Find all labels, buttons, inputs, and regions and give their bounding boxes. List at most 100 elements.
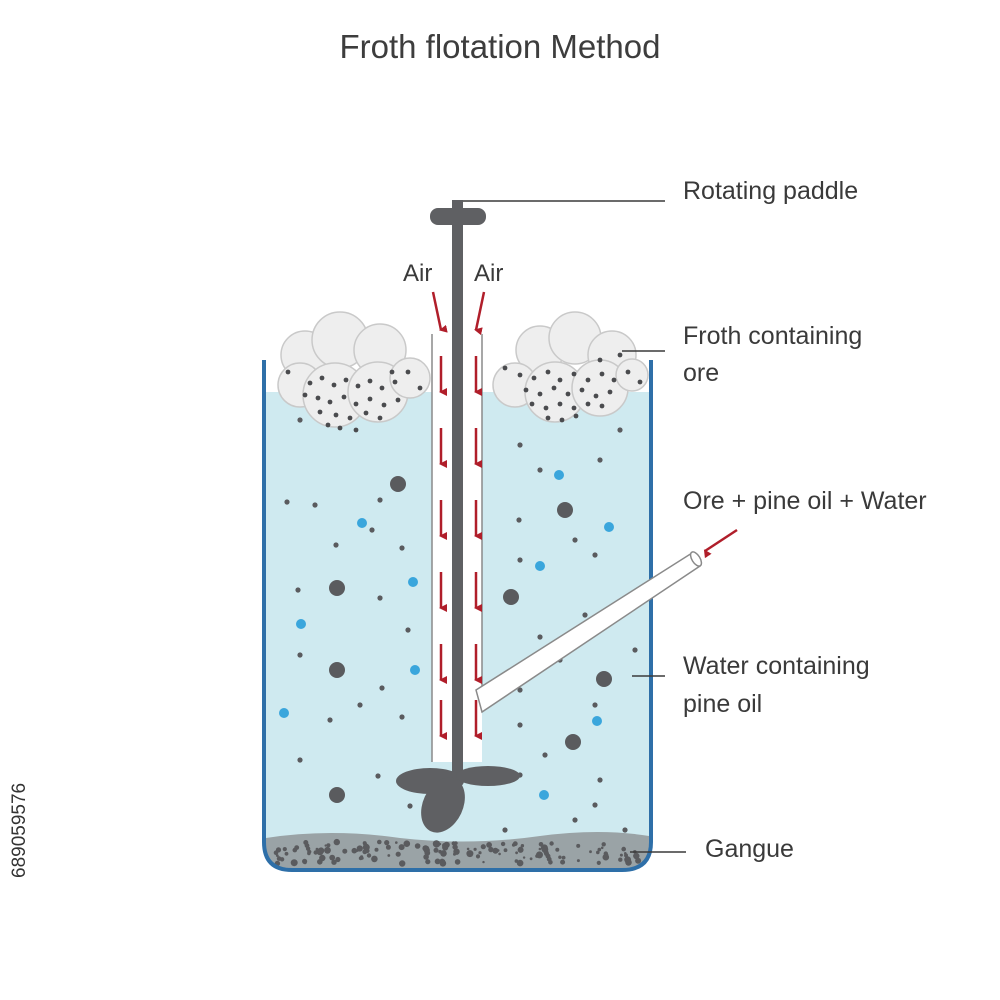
gangue-particle xyxy=(529,857,533,861)
fine-particle xyxy=(597,457,603,463)
gangue-particle xyxy=(303,860,307,865)
gangue-particle xyxy=(333,838,340,846)
gangue-particle xyxy=(511,843,516,847)
ore-particle xyxy=(503,589,519,605)
ore-particle-in-froth xyxy=(392,379,398,385)
diagram-title: Froth flotation Method xyxy=(339,28,661,65)
gangue-particle xyxy=(478,851,482,855)
ore-particle xyxy=(329,787,345,803)
gangue-particle xyxy=(544,851,549,857)
ore-particle-in-froth xyxy=(611,377,617,383)
gangue-particle xyxy=(597,847,602,852)
ore-particle-in-froth xyxy=(625,369,631,375)
ore-particle-in-froth xyxy=(363,410,369,416)
bubble-particle xyxy=(408,577,418,587)
ore-particle-in-froth xyxy=(389,369,395,375)
gangue-particle xyxy=(549,841,554,846)
ore-particle-in-froth xyxy=(599,371,605,377)
fine-particle xyxy=(517,722,523,728)
fine-particle xyxy=(407,803,413,809)
label-feed: Ore + pine oil + Water xyxy=(683,487,927,515)
fine-particle xyxy=(377,595,383,601)
gangue-particle xyxy=(503,848,508,853)
gangue-particle xyxy=(548,860,553,865)
feed-pipe xyxy=(475,551,703,714)
gangue-particle xyxy=(473,847,477,851)
ore-particle-in-froth xyxy=(327,399,333,405)
label-water-line1: Water containing xyxy=(683,652,870,680)
gangue-particle xyxy=(536,851,543,859)
ore-particle-in-froth xyxy=(319,375,325,381)
rotating-paddle xyxy=(396,200,520,833)
fine-particle xyxy=(333,542,339,548)
fine-particle xyxy=(502,827,508,833)
gangue-particle xyxy=(576,859,580,863)
fine-particle xyxy=(379,685,385,691)
fine-particle xyxy=(284,499,290,505)
ore-particle xyxy=(565,734,581,750)
ore-particle-in-froth xyxy=(593,393,599,399)
fine-particle xyxy=(517,557,523,563)
gangue-particle xyxy=(560,859,566,865)
ore-particle xyxy=(329,580,345,596)
gangue-particle xyxy=(589,850,592,854)
label-gangue: Gangue xyxy=(705,835,794,863)
fine-particle xyxy=(572,537,578,543)
ore-particle-in-froth xyxy=(571,371,577,377)
gangue-particle xyxy=(362,843,370,851)
gangue-particle xyxy=(335,856,341,863)
ore-particle xyxy=(390,476,406,492)
gangue-particle xyxy=(433,847,439,853)
ore-particle-in-froth xyxy=(337,425,343,431)
gangue-particle xyxy=(284,851,289,856)
gangue-particle xyxy=(596,860,601,866)
gangue-particle xyxy=(601,842,606,847)
gangue-particle xyxy=(425,859,431,865)
gangue-particle xyxy=(498,852,501,856)
gangue-particle xyxy=(357,846,362,851)
gangue-particle xyxy=(561,855,566,860)
fine-particle xyxy=(516,517,522,523)
gangue-particle xyxy=(621,846,626,852)
ore-particle-in-froth xyxy=(579,387,585,393)
gangue-particle xyxy=(522,856,526,859)
gangue-particle xyxy=(434,858,441,865)
gangue-particle xyxy=(634,854,639,859)
gangue-particle xyxy=(371,855,378,863)
gangue-particle xyxy=(290,859,298,867)
air-arrow-right xyxy=(474,291,486,336)
gangue-particle xyxy=(384,840,390,846)
froth-ore-particles xyxy=(285,352,643,433)
ore-particle-in-froth xyxy=(529,401,535,407)
air-label-right: Air xyxy=(474,260,504,287)
bubble-particle xyxy=(296,619,306,629)
bubble-particle xyxy=(410,665,420,675)
ore-particle-in-froth xyxy=(545,369,551,375)
ore-particle-in-froth xyxy=(537,391,543,397)
label-rotating-paddle: Rotating paddle xyxy=(683,177,859,205)
ore-particle xyxy=(329,662,345,678)
gangue-particle xyxy=(454,859,461,865)
gangue-particle xyxy=(515,851,518,855)
gangue-particle xyxy=(486,842,492,848)
ore-particle-in-froth xyxy=(557,377,563,383)
ore-particle-in-froth xyxy=(381,402,387,408)
ore-particle-in-froth xyxy=(599,403,605,409)
gangue-particle xyxy=(279,857,285,862)
fine-particle xyxy=(542,752,548,758)
ore-particle-in-froth xyxy=(317,409,323,415)
gangue-particle xyxy=(452,844,458,850)
fine-particle xyxy=(572,817,578,823)
bubble-particle xyxy=(554,470,564,480)
gangue-particle xyxy=(387,854,391,857)
gangue-particle xyxy=(538,847,542,851)
gangue-particle xyxy=(488,846,494,853)
ore-particle-in-froth xyxy=(607,389,613,395)
gangue-particle xyxy=(313,850,318,855)
gangue-particle xyxy=(635,857,642,864)
air-label-left: Air xyxy=(403,260,433,287)
fine-particle xyxy=(592,802,598,808)
ore-particle-in-froth xyxy=(571,405,577,411)
fine-particle xyxy=(399,545,405,551)
